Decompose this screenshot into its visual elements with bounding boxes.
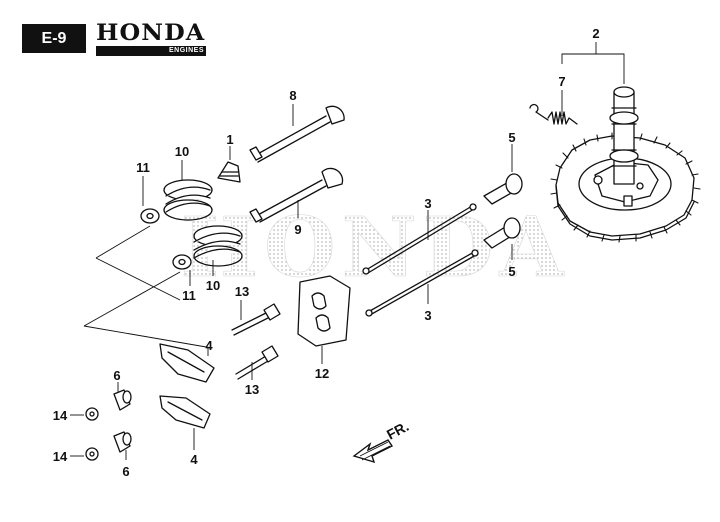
callout-13-lower: 13: [245, 382, 259, 397]
section-code-badge: E-9: [22, 24, 86, 53]
callout-11-lower: 11: [182, 288, 196, 303]
valve-retainer-upper-part: [140, 208, 160, 224]
rocker-arm-upper-part: [159, 343, 215, 383]
callout-2: 2: [592, 26, 599, 41]
callout-14-lower: 14: [53, 449, 68, 464]
lock-nut-upper-part: [85, 407, 99, 421]
adjusting-nut-lower-part: [113, 431, 132, 453]
callout-3-lower: 3: [424, 308, 431, 323]
callout-1: 1: [226, 132, 233, 147]
push-rod-lower-part: [365, 249, 479, 317]
rocker-pivot-bolt-lower-part: [235, 345, 279, 380]
callout-5-lower: 5: [508, 264, 515, 279]
callout-3-upper: 3: [424, 196, 431, 211]
callout-4-lower: 4: [190, 452, 198, 467]
decompressor-spring-part: [529, 103, 578, 125]
tappet-upper-part: [483, 173, 523, 205]
callout-8: 8: [289, 88, 296, 103]
tappet-lower-part: [483, 217, 521, 249]
push-rod-upper-part: [362, 203, 477, 275]
callout-12: 12: [315, 366, 329, 381]
callout-13-upper: 13: [235, 284, 249, 299]
callout-9: 9: [294, 222, 301, 237]
callout-6-upper: 6: [113, 368, 120, 383]
brand-name: HONDA: [96, 20, 206, 46]
leader-lines: [70, 42, 625, 460]
valve-stem-seal-part: [217, 161, 241, 183]
valve-part-9: [249, 167, 344, 223]
rocker-arm-lower-part: [159, 395, 211, 429]
push-rod-guide-plate-part: [297, 275, 351, 347]
callout-10-upper: 10: [175, 144, 189, 159]
camshaft-gear-part: [550, 86, 701, 243]
callout-10-lower: 10: [206, 278, 220, 293]
callout-14-upper: 14: [53, 408, 68, 423]
brand-underline: [96, 46, 206, 56]
callout-6-lower: 6: [122, 464, 129, 479]
valve-spring-upper-part: [163, 179, 213, 221]
brand-subtitle: ENGINES: [168, 47, 204, 54]
valve-part-8: [249, 105, 345, 163]
honda-engines-logo: HONDA ENGINES: [96, 22, 208, 56]
adjusting-nut-upper-part: [113, 389, 132, 411]
rocker-pivot-bolt-upper-part: [231, 303, 281, 336]
callout-5-upper: 5: [508, 130, 515, 145]
valve-spring-lower-part: [193, 225, 243, 267]
fr-label: FR.: [384, 418, 411, 443]
callout-4-upper: 4: [205, 338, 213, 353]
front-direction-arrow: FR.: [352, 418, 411, 464]
valve-retainer-lower-part: [172, 254, 192, 270]
callout-11-upper: 11: [136, 160, 150, 175]
callout-7: 7: [558, 74, 565, 89]
watermark-text: HONDA: [181, 200, 570, 296]
lock-nut-lower-part: [85, 447, 99, 461]
